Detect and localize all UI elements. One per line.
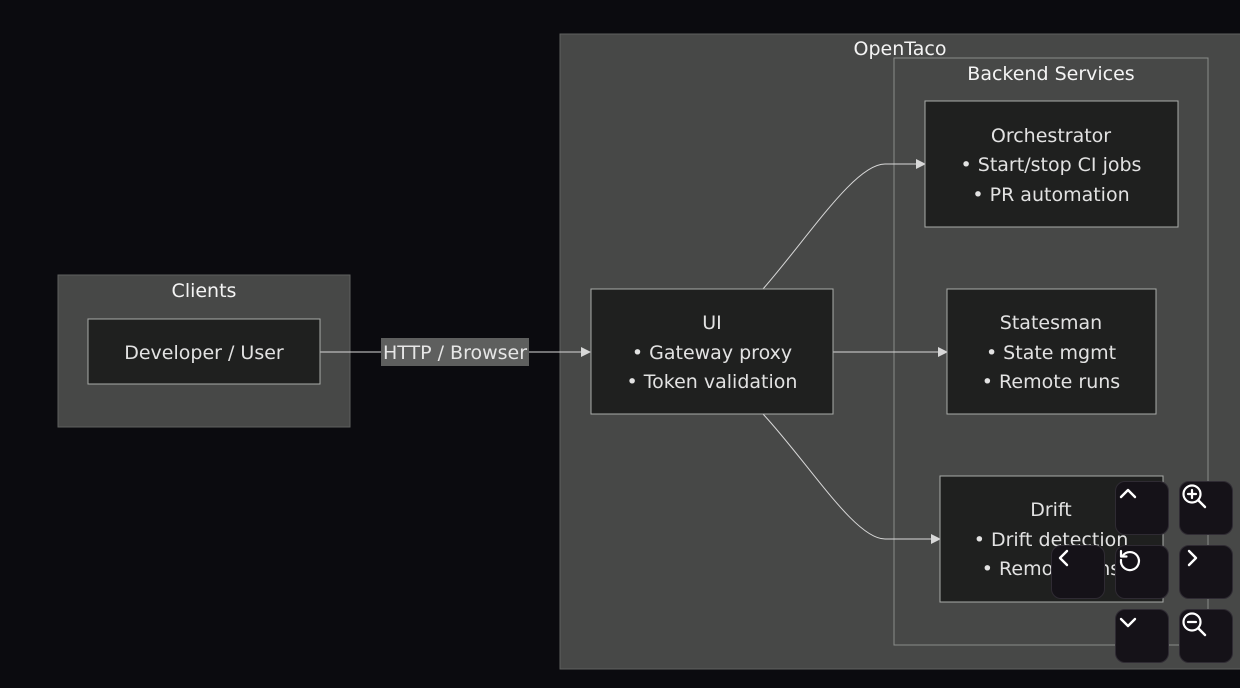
pan-down-button[interactable] (1115, 609, 1169, 663)
chevron-right-icon (1187, 549, 1198, 567)
edge-label-text: HTTP / Browser (383, 342, 527, 364)
zoom-out-button[interactable] (1179, 609, 1233, 663)
edge-label-http-browser: HTTP / Browser (381, 338, 529, 366)
cluster-opentaco-label: OpenTaco (854, 38, 947, 60)
zoom-in-button[interactable] (1179, 481, 1233, 535)
cluster-clients-label: Clients (172, 280, 237, 302)
node-developer[interactable]: Developer / User (87, 318, 321, 385)
node-ui-line1: • Gateway proxy (632, 342, 792, 364)
node-orchestrator-title: Orchestrator (991, 125, 1111, 147)
reset-icon (1119, 549, 1141, 572)
node-orchestrator-line2: • PR automation (972, 184, 1129, 206)
node-ui-title: UI (702, 312, 722, 334)
chevron-up-icon (1119, 488, 1137, 499)
node-statesman[interactable]: Statesman • State mgmt • Remote runs (946, 288, 1157, 415)
reset-view-button[interactable] (1115, 545, 1169, 599)
chevron-down-icon (1119, 617, 1137, 628)
node-ui[interactable]: UI • Gateway proxy • Token validation (590, 288, 834, 415)
node-developer-title: Developer / User (124, 342, 284, 364)
node-statesman-line1: • State mgmt (986, 342, 1116, 364)
node-drift-line1: • Drift detection (974, 529, 1129, 551)
node-orchestrator[interactable]: Orchestrator • Start/stop CI jobs • PR a… (924, 100, 1179, 228)
node-orchestrator-line1: • Start/stop CI jobs (961, 154, 1142, 176)
edge-ui-orchestrator (762, 159, 926, 290)
node-statesman-title: Statesman (1000, 312, 1102, 334)
pan-left-button[interactable] (1051, 545, 1105, 599)
pan-up-button[interactable] (1115, 481, 1169, 535)
node-ui-line2: • Token validation (627, 371, 798, 393)
pan-right-button[interactable] (1179, 545, 1233, 599)
zoom-in-icon (1182, 484, 1207, 509)
zoom-out-icon (1182, 612, 1207, 637)
chevron-left-icon (1058, 549, 1069, 567)
node-drift-title: Drift (1030, 499, 1072, 521)
node-statesman-line2: • Remote runs (982, 371, 1120, 393)
edge-ui-drift (762, 413, 941, 544)
cluster-backend-label: Backend Services (967, 63, 1134, 85)
